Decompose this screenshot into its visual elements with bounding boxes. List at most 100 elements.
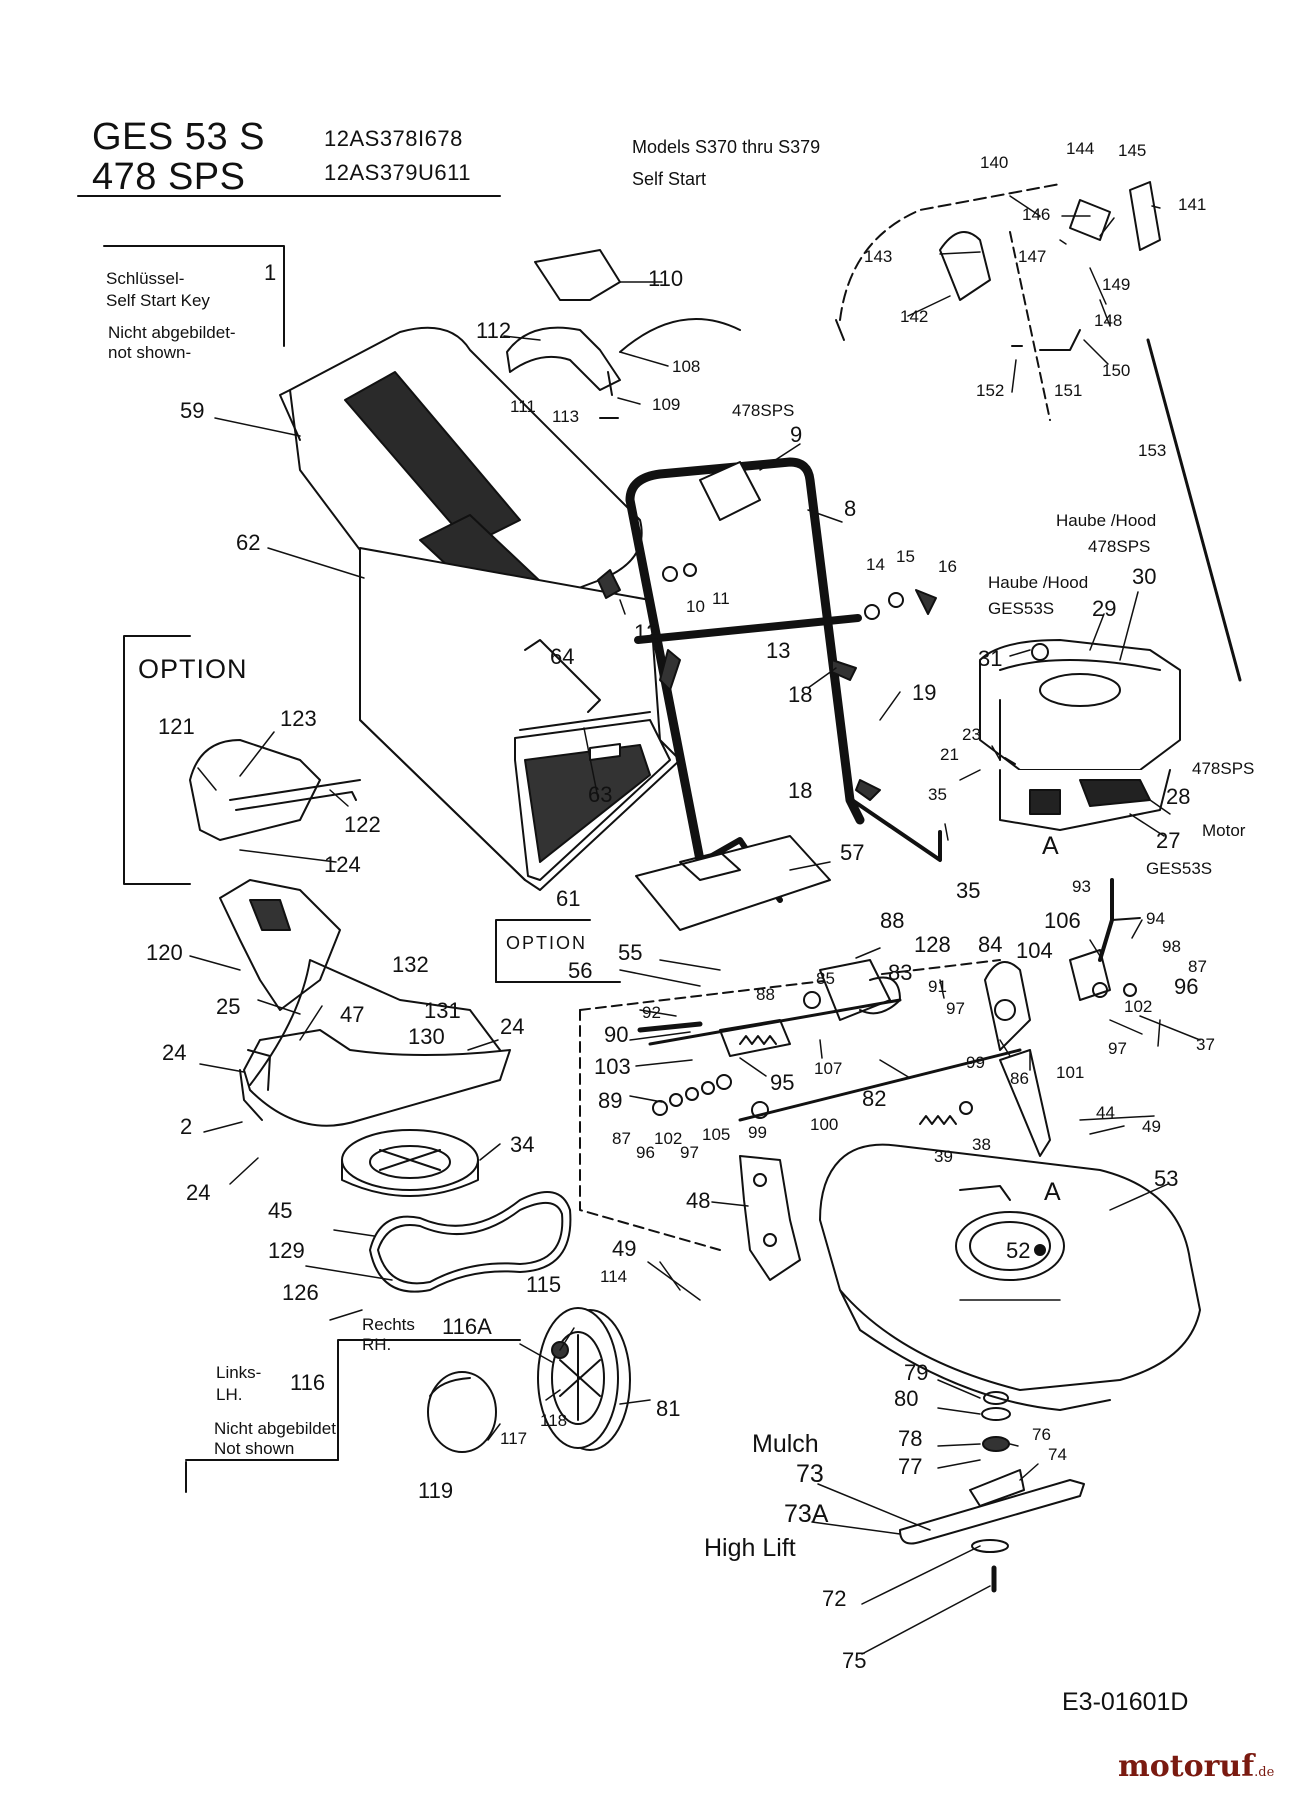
part-label: 11 bbox=[712, 589, 730, 608]
part-label: 97 bbox=[1108, 1039, 1127, 1058]
part-label: 118 bbox=[540, 1411, 568, 1430]
part-label: 38 bbox=[972, 1135, 991, 1154]
part-label: 39 bbox=[934, 1147, 953, 1166]
part-label: 45 bbox=[268, 1198, 293, 1223]
part-label: 31 bbox=[978, 646, 1003, 671]
part-label: 49 bbox=[612, 1236, 637, 1261]
part-label: 102 bbox=[654, 1129, 683, 1148]
ref-a-deck: A bbox=[1044, 1178, 1061, 1206]
engine-motor-label: Motor bbox=[1202, 821, 1246, 840]
part-label: 98 bbox=[1162, 937, 1181, 956]
engine-478-label: 478SPS bbox=[1192, 759, 1255, 778]
logo-tld: .de bbox=[1254, 1765, 1275, 1780]
part-label: 88 bbox=[880, 908, 905, 933]
part-label: 141 bbox=[1178, 195, 1207, 214]
part-label: 85 bbox=[816, 969, 835, 988]
model-title-1: GES 53 S bbox=[92, 116, 265, 158]
lh-not-shown-de: Nicht abgebildet bbox=[214, 1419, 336, 1438]
part-label: 102 bbox=[1124, 997, 1153, 1016]
part-label: 87 bbox=[1188, 957, 1207, 976]
part-label: 80 bbox=[894, 1386, 919, 1411]
ref-a-engine: A bbox=[1042, 832, 1059, 860]
part-label: 52 bbox=[1006, 1238, 1031, 1263]
part-label: 110 bbox=[648, 266, 684, 291]
grip-model: 478SPS bbox=[732, 401, 795, 420]
part-label: 55 bbox=[618, 940, 643, 965]
part-label: 145 bbox=[1118, 141, 1147, 160]
part-label: 25 bbox=[216, 994, 241, 1019]
part-label: 13 bbox=[766, 638, 791, 663]
part-label: 124 bbox=[324, 852, 361, 877]
part-label: 140 bbox=[980, 153, 1009, 172]
part-label: 119 bbox=[418, 1478, 454, 1503]
part-label: 121 bbox=[158, 714, 195, 739]
part-label: 91 bbox=[928, 977, 947, 996]
part-label: 62 bbox=[236, 530, 261, 555]
part-label: 35 bbox=[956, 878, 981, 903]
mulch-label: Mulch bbox=[752, 1430, 819, 1458]
key-note-en: Self Start Key bbox=[106, 291, 210, 310]
key-not-shown-en: not shown- bbox=[108, 343, 192, 362]
part-label: 44 bbox=[1096, 1103, 1115, 1122]
part-label: 146 bbox=[1022, 205, 1051, 224]
key-not-shown-de: Nicht abgebildet- bbox=[108, 323, 236, 342]
part-label: 107 bbox=[814, 1059, 843, 1078]
part-label: 94 bbox=[1146, 909, 1165, 928]
part-label: 82 bbox=[862, 1086, 887, 1111]
part-label: 153 bbox=[1138, 441, 1167, 460]
hood-ges-label: Haube /Hood bbox=[988, 573, 1089, 592]
part-label: 149 bbox=[1102, 275, 1131, 294]
part-label: 151 bbox=[1054, 381, 1083, 400]
part-label: 2 bbox=[180, 1114, 193, 1139]
part-label: 129 bbox=[268, 1238, 305, 1263]
part-label: 59 bbox=[180, 398, 205, 423]
high-lift-label: High Lift bbox=[704, 1534, 796, 1562]
self-start-note: Self Start bbox=[632, 169, 707, 189]
part-label: 79 bbox=[904, 1360, 929, 1385]
model-title-2: 478 SPS bbox=[92, 156, 246, 198]
part-label: 18 bbox=[788, 778, 813, 803]
part-label: 48 bbox=[686, 1188, 711, 1213]
hood-478-label: Haube /Hood bbox=[1056, 511, 1157, 530]
part-label: 83 bbox=[888, 960, 913, 985]
part-label: 16 bbox=[938, 557, 957, 576]
part-label: 109 bbox=[652, 395, 681, 414]
part-label: 86 bbox=[1010, 1069, 1029, 1088]
part-label: 14 bbox=[866, 555, 885, 574]
part-label: 78 bbox=[898, 1426, 923, 1451]
part-label: 61 bbox=[556, 886, 581, 911]
part-label: 56 bbox=[568, 958, 593, 983]
part-label: 99 bbox=[748, 1123, 767, 1142]
engine-ges-label: GES53S bbox=[1146, 859, 1213, 878]
part-label: 103 bbox=[594, 1054, 631, 1079]
part-label: 73 bbox=[796, 1460, 824, 1488]
rh-label-en: RH. bbox=[362, 1335, 392, 1354]
model-code-1: 12AS378I678 bbox=[324, 126, 463, 151]
part-label: 100 bbox=[810, 1115, 839, 1134]
rh-label-de: Rechts bbox=[362, 1315, 415, 1334]
part-label: 144 bbox=[1066, 139, 1095, 158]
part-label: 9 bbox=[790, 422, 803, 447]
part-label: 27 bbox=[1156, 828, 1181, 853]
lh-not-shown-en: Not shown bbox=[214, 1439, 295, 1458]
part-label: 111 bbox=[510, 397, 536, 416]
part-label: 148 bbox=[1094, 311, 1123, 330]
part-label: 81 bbox=[656, 1396, 681, 1421]
model-code-2: 12AS379U611 bbox=[324, 160, 471, 185]
part-label: 12 bbox=[634, 620, 659, 645]
part-label: 97 bbox=[680, 1143, 699, 1162]
part-label: 64 bbox=[550, 644, 575, 669]
part-label: 23 bbox=[962, 725, 981, 744]
part-label: 87 bbox=[612, 1129, 631, 1148]
part-label: 130 bbox=[408, 1024, 445, 1049]
part-label: 88 bbox=[756, 985, 775, 1004]
key-note-de: Schlüssel- bbox=[106, 269, 185, 288]
part-label: 96 bbox=[1174, 974, 1199, 999]
part-label: 131 bbox=[424, 998, 461, 1023]
part-label: 128 bbox=[914, 932, 951, 957]
part-label: 142 bbox=[900, 307, 929, 326]
lh-label-en: LH. bbox=[216, 1385, 243, 1404]
lh-label-de: Links- bbox=[216, 1363, 262, 1382]
part-label: 123 bbox=[280, 706, 317, 731]
